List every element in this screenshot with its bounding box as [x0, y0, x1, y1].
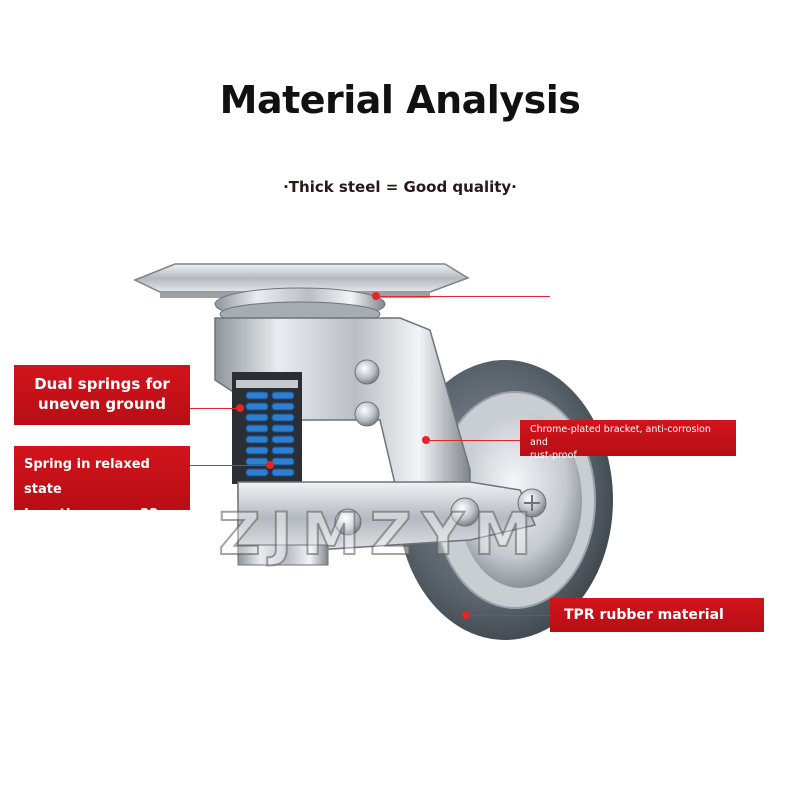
bolt	[354, 401, 380, 427]
springs	[245, 391, 295, 477]
leader-dot	[372, 292, 380, 300]
leader-line	[380, 296, 550, 297]
callout-spring-relaxed: Spring in relaxed state Length approx. 2…	[14, 446, 190, 522]
leader-line	[190, 465, 272, 466]
bolt	[354, 359, 380, 385]
leader-line	[428, 440, 520, 441]
callout-text: Spring in relaxed state	[24, 457, 150, 497]
callout-tpr-rubber: TPR rubber material	[550, 598, 764, 632]
leader-dot	[236, 404, 244, 412]
watermark: ZJMZYM	[217, 499, 542, 569]
bolt	[450, 497, 480, 527]
callout-chrome-bracket: Chrome-plated bracket, anti-corrosion an…	[520, 420, 736, 461]
callout-text: Length approx. 22mm	[24, 507, 186, 522]
callout-text: rust-proof	[530, 450, 577, 461]
leader-dot	[462, 611, 470, 619]
callout-text: Chrome-plated bracket, anti-corrosion an…	[530, 424, 711, 448]
page-subtitle: ·Thick steel = Good quality·	[283, 178, 517, 196]
leader-dot	[422, 436, 430, 444]
callout-text: TPR rubber material	[564, 607, 724, 623]
leader-line	[470, 615, 550, 616]
page-title: Material Analysis	[219, 78, 581, 122]
leader-dot	[266, 461, 274, 469]
leader-line	[190, 408, 242, 409]
callout-dual-springs: Dual springs for uneven ground	[14, 365, 190, 425]
callout-text: uneven ground	[38, 395, 166, 413]
callout-text: Dual springs for	[34, 375, 170, 393]
bolt	[334, 508, 362, 536]
